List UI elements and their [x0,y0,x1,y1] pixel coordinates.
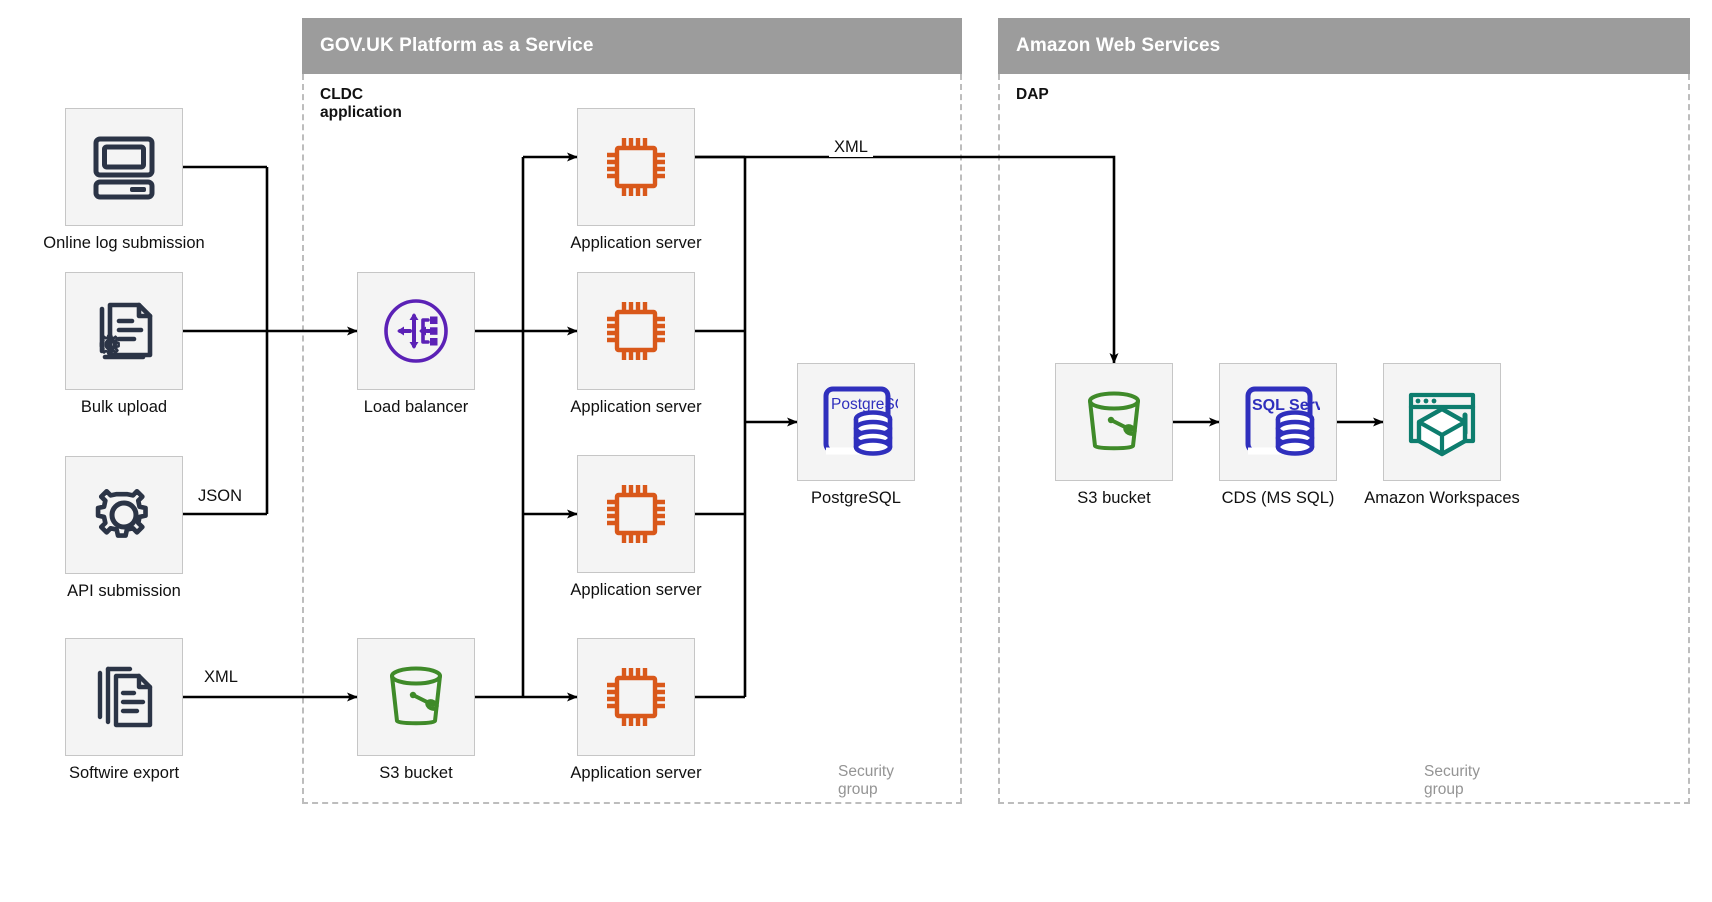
node-softwire-export[interactable] [65,638,183,756]
group-govuk-paas-body [302,74,962,804]
cpu-chip-icon [599,294,673,368]
node-amazon-workspaces[interactable] [1383,363,1501,481]
group-govuk-paas-title: GOV.UK Platform as a Service [302,18,962,74]
postgresql-icon-text: PostgreSQL [831,396,898,413]
node-label-application-server-4: Application server [570,764,702,782]
group-aws-title: Amazon Web Services [998,18,1690,74]
node-s3-bucket-aws[interactable] [1055,363,1173,481]
node-label-load-balancer: Load balancer [363,398,469,416]
group-govuk-paas-sublabel: CLDC application [320,86,402,121]
node-label-s3-bucket-paas: S3 bucket [379,764,453,782]
node-label-bulk-upload: Bulk upload [80,398,168,416]
node-online-log-submission[interactable] [65,108,183,226]
sql-server-icon-text: SQL Server [1252,397,1320,414]
cpu-chip-icon [599,130,673,204]
node-application-server-1[interactable] [577,108,695,226]
desktop-computer-icon [87,130,161,204]
node-label-s3-bucket-aws: S3 bucket [1077,489,1151,507]
node-s3-bucket-paas[interactable] [357,638,475,756]
node-label-application-server-3: Application server [570,581,702,599]
group-aws-sublabel: DAP [1016,86,1049,103]
edge-label-json: JSON [192,487,248,506]
node-label-online-log-submission: Online log submission [43,234,205,252]
node-label-application-server-1: Application server [570,234,702,252]
group-govuk-paas-security-group-label: Security group [838,763,894,798]
node-application-server-2[interactable] [577,272,695,390]
node-application-server-4[interactable] [577,638,695,756]
group-aws-security-group-label: Security group [1424,763,1480,798]
s3-bucket-icon [378,659,454,735]
node-application-server-3[interactable] [577,455,695,573]
edge-label-xml-dap: XML [829,138,873,157]
load-balancer-icon [376,291,456,371]
node-label-api-submission: API submission [67,582,181,600]
node-label-postgresql: PostgreSQL [811,489,901,507]
node-cds-ms-sql[interactable]: SQL Server [1219,363,1337,481]
sql-server-icon: SQL Server [1236,382,1320,462]
node-label-cds-ms-sql: CDS (MS SQL) [1221,489,1335,507]
documents-stack-icon [87,660,161,734]
edge-label-xml-export: XML [199,668,243,687]
workspaces-cube-icon [1403,385,1481,459]
group-aws-body [998,74,1690,804]
node-label-amazon-workspaces: Amazon Workspaces [1364,489,1520,507]
document-gear-icon [87,294,161,368]
cpu-chip-icon [599,477,673,551]
gear-icon [87,478,161,552]
node-label-application-server-2: Application server [570,398,702,416]
node-api-submission[interactable] [65,456,183,574]
node-postgresql[interactable]: PostgreSQL [797,363,915,481]
postgresql-icon: PostgreSQL [814,382,898,462]
node-label-softwire-export: Softwire export [68,764,180,782]
s3-bucket-icon [1076,384,1152,460]
node-load-balancer[interactable] [357,272,475,390]
cpu-chip-icon [599,660,673,734]
node-bulk-upload[interactable] [65,272,183,390]
